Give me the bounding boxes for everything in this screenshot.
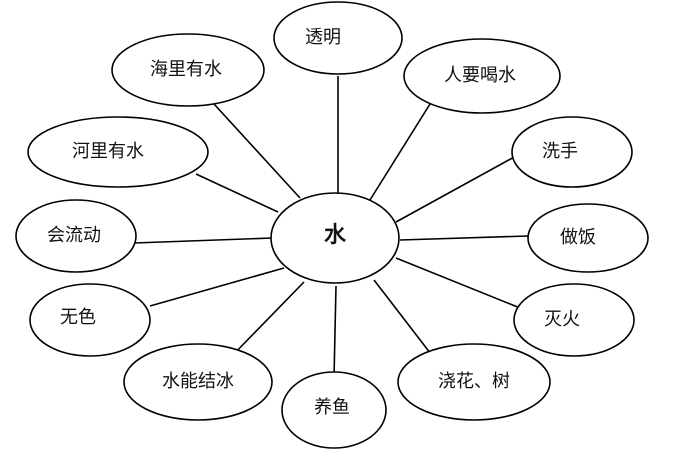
node-n2-shape xyxy=(403,38,561,114)
node-n11: 河里有水 xyxy=(27,116,209,188)
node-n12-label: 海里有水 xyxy=(150,59,222,80)
node-n8: 水能结冰 xyxy=(123,343,273,421)
connector-n12 xyxy=(213,103,301,199)
center-node-shape xyxy=(270,192,400,284)
center-node: 水 xyxy=(270,192,400,284)
node-n11-shape xyxy=(27,116,209,188)
node-n3-label: 洗手 xyxy=(542,141,578,162)
connector-n6 xyxy=(373,279,435,359)
connector-n2 xyxy=(369,103,431,201)
node-n8-label: 水能结冰 xyxy=(162,371,234,392)
node-n2: 人要喝水 xyxy=(403,38,561,114)
node-n4-shape xyxy=(527,203,649,273)
node-n7: 养鱼 xyxy=(281,371,387,449)
node-n1-label: 透明 xyxy=(305,27,341,48)
node-n5-shape xyxy=(513,283,635,357)
connector-n4 xyxy=(399,235,529,241)
node-n12-shape xyxy=(111,33,265,107)
node-n9-label: 无色 xyxy=(60,307,96,328)
node-n11-label: 河里有水 xyxy=(72,141,144,162)
node-n4-label: 做饭 xyxy=(560,227,596,248)
connector-n3 xyxy=(395,155,517,223)
node-n3-shape xyxy=(511,116,633,188)
node-n7-shape xyxy=(281,371,387,449)
node-n12: 海里有水 xyxy=(111,33,265,107)
node-n6-label: 浇花、树 xyxy=(438,371,510,392)
node-n1: 透明 xyxy=(273,1,403,75)
connector-n10 xyxy=(133,237,273,244)
center-node-label: 水 xyxy=(324,223,347,248)
node-n2-label: 人要喝水 xyxy=(444,65,516,86)
node-n10-shape xyxy=(15,199,137,273)
connector-lines xyxy=(133,76,529,379)
node-n4: 做饭 xyxy=(527,203,649,273)
node-n1-shape xyxy=(273,1,403,75)
node-n8-shape xyxy=(123,343,273,421)
node-n9-shape xyxy=(29,283,151,357)
connector-n9 xyxy=(149,267,285,307)
node-n9: 无色 xyxy=(29,283,151,357)
node-n5: 灭火 xyxy=(513,283,635,357)
node-n6: 浇花、树 xyxy=(397,343,551,421)
node-n10: 会流动 xyxy=(15,199,137,273)
node-n7-label: 养鱼 xyxy=(314,397,350,418)
node-n3: 洗手 xyxy=(511,116,633,188)
connector-n8 xyxy=(227,281,305,361)
connector-n7 xyxy=(333,285,337,379)
connector-n11 xyxy=(195,173,279,213)
node-n10-label: 会流动 xyxy=(47,225,101,246)
connector-n5 xyxy=(395,257,521,309)
node-n5-label: 灭火 xyxy=(544,309,580,330)
node-n6-shape xyxy=(397,343,551,421)
